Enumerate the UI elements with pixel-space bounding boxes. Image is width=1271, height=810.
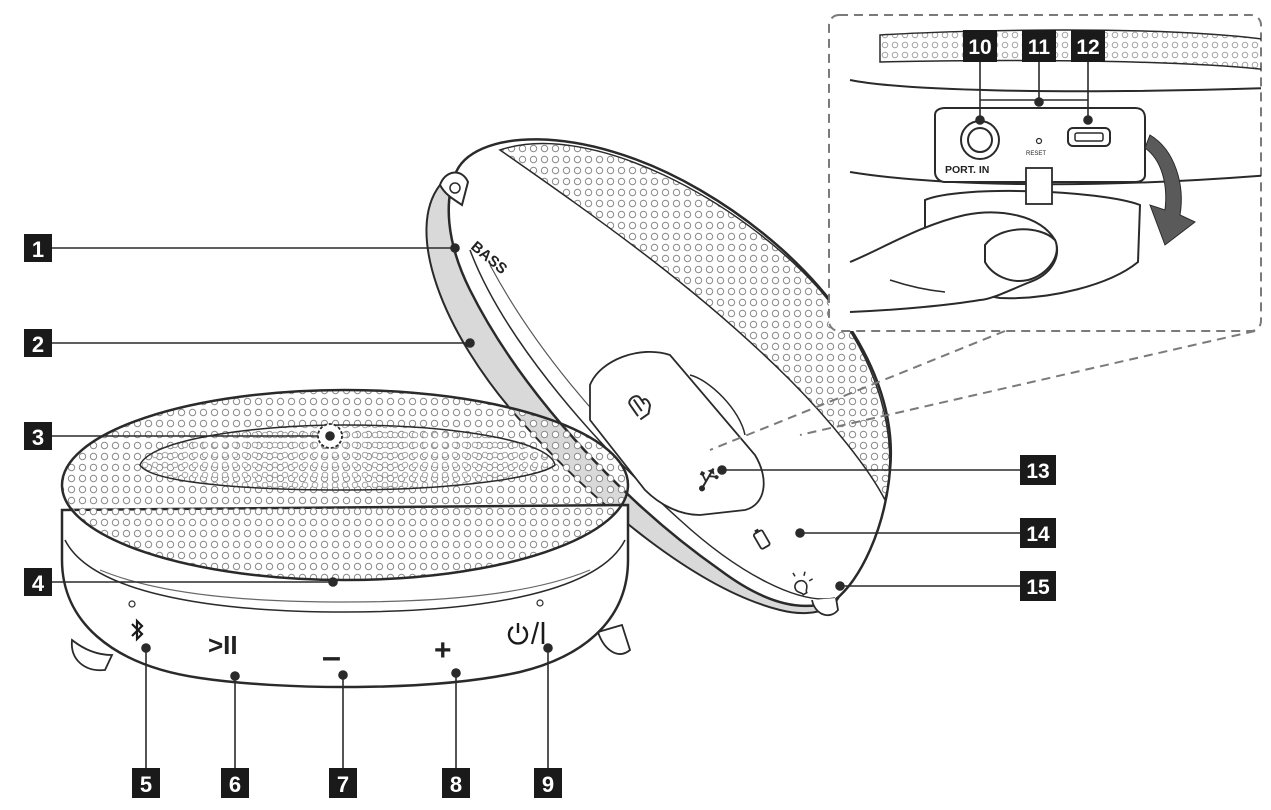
svg-text:4: 4 (32, 571, 45, 596)
callout-6: 6 (221, 768, 249, 798)
svg-text:3: 3 (32, 425, 44, 450)
callout-12: 12 (1071, 30, 1105, 62)
svg-text:9: 9 (542, 772, 554, 797)
callout-9: 9 (534, 768, 562, 798)
reset-label: RESET (1026, 151, 1046, 157)
svg-text:11: 11 (1028, 36, 1051, 59)
volume-down-button[interactable]: – (322, 638, 341, 676)
volume-up-button[interactable]: + (434, 634, 452, 667)
bluetooth-icon[interactable] (131, 618, 144, 642)
svg-text:12: 12 (1076, 36, 1099, 59)
port-in-label: PORT. IN (945, 164, 989, 176)
power-indicator-led (536, 599, 544, 607)
inset-connector-right (799, 330, 1256, 436)
ports-inset: PORT. IN RESET (828, 14, 1262, 332)
flat-speaker-right-foot (596, 623, 632, 655)
standing-speaker-grille (498, 142, 891, 503)
play-pause-button[interactable]: >II (208, 630, 238, 660)
open-direction-arrow (1144, 134, 1196, 246)
reset-pinhole (1035, 137, 1043, 145)
svg-text:6: 6 (229, 772, 241, 797)
flat-speaker-left-foot (71, 638, 114, 672)
callouts: 1 2 3 4 5 6 7 8 (24, 30, 1105, 798)
svg-text:15: 15 (1026, 576, 1050, 599)
callout-11: 11 (1022, 30, 1056, 62)
port-cover-slot (689, 374, 746, 436)
callout-8: 8 (442, 768, 470, 798)
standing-speaker-foot (811, 597, 839, 617)
callout-4: 4 (24, 568, 52, 596)
power-button[interactable] (507, 621, 545, 645)
light-icon (792, 571, 813, 596)
flat-speaker: >II – + (60, 388, 632, 689)
svg-text:1: 1 (32, 237, 44, 262)
svg-text:7: 7 (337, 772, 349, 797)
svg-text:5: 5 (140, 772, 152, 797)
flat-speaker-grille-accent (139, 424, 556, 491)
usb-icon (699, 467, 719, 492)
callout-5: 5 (132, 768, 160, 798)
svg-text:14: 14 (1026, 523, 1050, 546)
callout-13: 13 (1020, 455, 1056, 485)
flat-speaker-rim (64, 539, 626, 613)
power-icon (507, 623, 529, 645)
svg-text:13: 13 (1026, 460, 1049, 483)
inset-body-top (849, 79, 1261, 93)
flat-speaker-rim-inner (99, 569, 591, 603)
callout-3: 3 (24, 422, 52, 450)
thumb (984, 228, 1058, 282)
callout-15: 15 (1020, 571, 1056, 601)
callout-1: 1 (24, 234, 52, 262)
port-cover-tab (1025, 167, 1053, 205)
callout-2: 2 (24, 329, 52, 357)
svg-text:8: 8 (450, 772, 462, 797)
bluetooth-indicator-led (128, 600, 136, 608)
svg-text:2: 2 (32, 332, 44, 357)
callout-7: 7 (329, 768, 357, 798)
callout-14: 14 (1020, 518, 1056, 548)
leader-lines (50, 62, 1093, 768)
battery-icon (753, 528, 771, 550)
strap-hand-icon (628, 395, 652, 421)
svg-text:10: 10 (968, 36, 991, 59)
callout-10: 10 (963, 30, 997, 62)
inset-body-bottom (849, 171, 1261, 186)
inset-connector-left (709, 330, 1006, 451)
